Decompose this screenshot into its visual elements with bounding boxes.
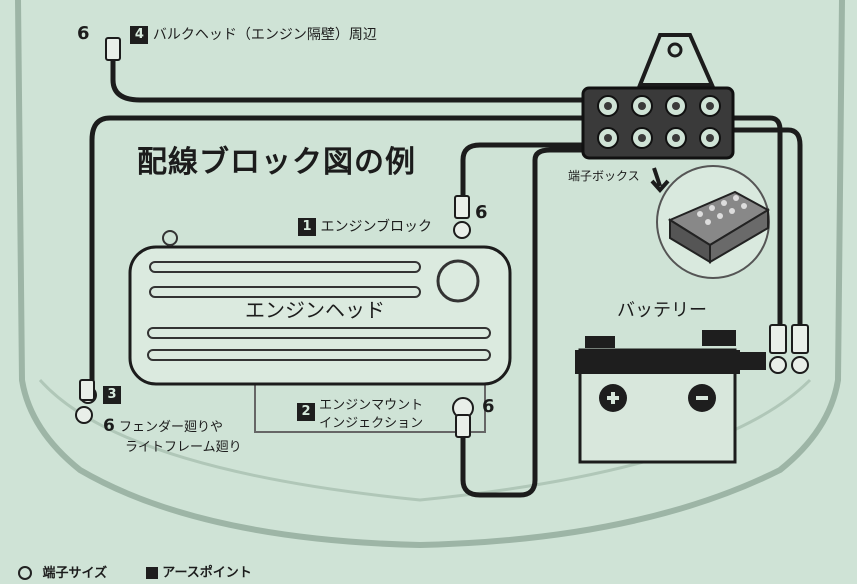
terminal-box-label: 端子ボックス [568, 169, 640, 183]
point-3-text: フェンダー廻りや [118, 420, 223, 435]
engine-head-label: エンジンヘッド [245, 298, 385, 322]
point-1-text: エンジンブロック [320, 219, 433, 235]
terminal-block [581, 33, 735, 160]
engine-head [128, 230, 512, 433]
earth-point-badge: 2 [297, 403, 315, 421]
point-2-text: エンジンマウント [319, 398, 424, 413]
earth-point-badge: 3 [103, 386, 121, 404]
legend: 端子サイズ アースポイント [18, 566, 252, 580]
ground-wires [89, 52, 803, 498]
point-2-label: 2 エンジンマウント インジェクション [297, 397, 423, 432]
terminal-size-badge: 6 [103, 416, 115, 436]
terminal-box-illustration [656, 165, 771, 279]
earth-point-badge: 1 [298, 218, 316, 236]
point-3-text2: ライトフレーム廻り [125, 439, 242, 455]
terminal-size-badge: 6 [482, 396, 495, 417]
earth-point-badge: 4 [130, 26, 149, 44]
legend-terminal-size: 端子サイズ [42, 565, 108, 581]
diagram-title: 配線ブロック図の例 [137, 145, 416, 180]
wire-fender [89, 115, 591, 383]
ring-terminals [75, 37, 809, 438]
terminal-block-mount [637, 33, 716, 87]
arrow-down-icon [650, 167, 670, 194]
battery [575, 330, 766, 464]
battery-label: バッテリー [617, 300, 707, 321]
car-body-outline [15, 0, 845, 549]
terminal-size-legend-icon [18, 566, 32, 580]
wire-battery-2 [727, 127, 803, 333]
wire-engine-block [460, 142, 591, 203]
wire-bulkhead [110, 52, 591, 103]
terminal-size-badge: 6 [77, 23, 90, 44]
wire-engine-mount [460, 147, 591, 498]
point-4-text: バルクヘッド（エンジン隔壁）周辺 [152, 27, 377, 43]
point-4-label: 6 4 バルクヘッド（エンジン隔壁）周辺 [77, 25, 377, 44]
legend-earth-point: アースポイント [162, 565, 252, 581]
earth-point-legend-icon [145, 567, 158, 579]
point-1-label: 1 エンジンブロック [298, 218, 432, 236]
point-2-text2: インジェクション [319, 415, 424, 431]
point-3-badge: 3 [103, 386, 121, 404]
point-3-label: 6 フェンダー廻りや ライトフレーム廻り [103, 415, 242, 457]
terminal-size-badge: 6 [475, 202, 488, 223]
